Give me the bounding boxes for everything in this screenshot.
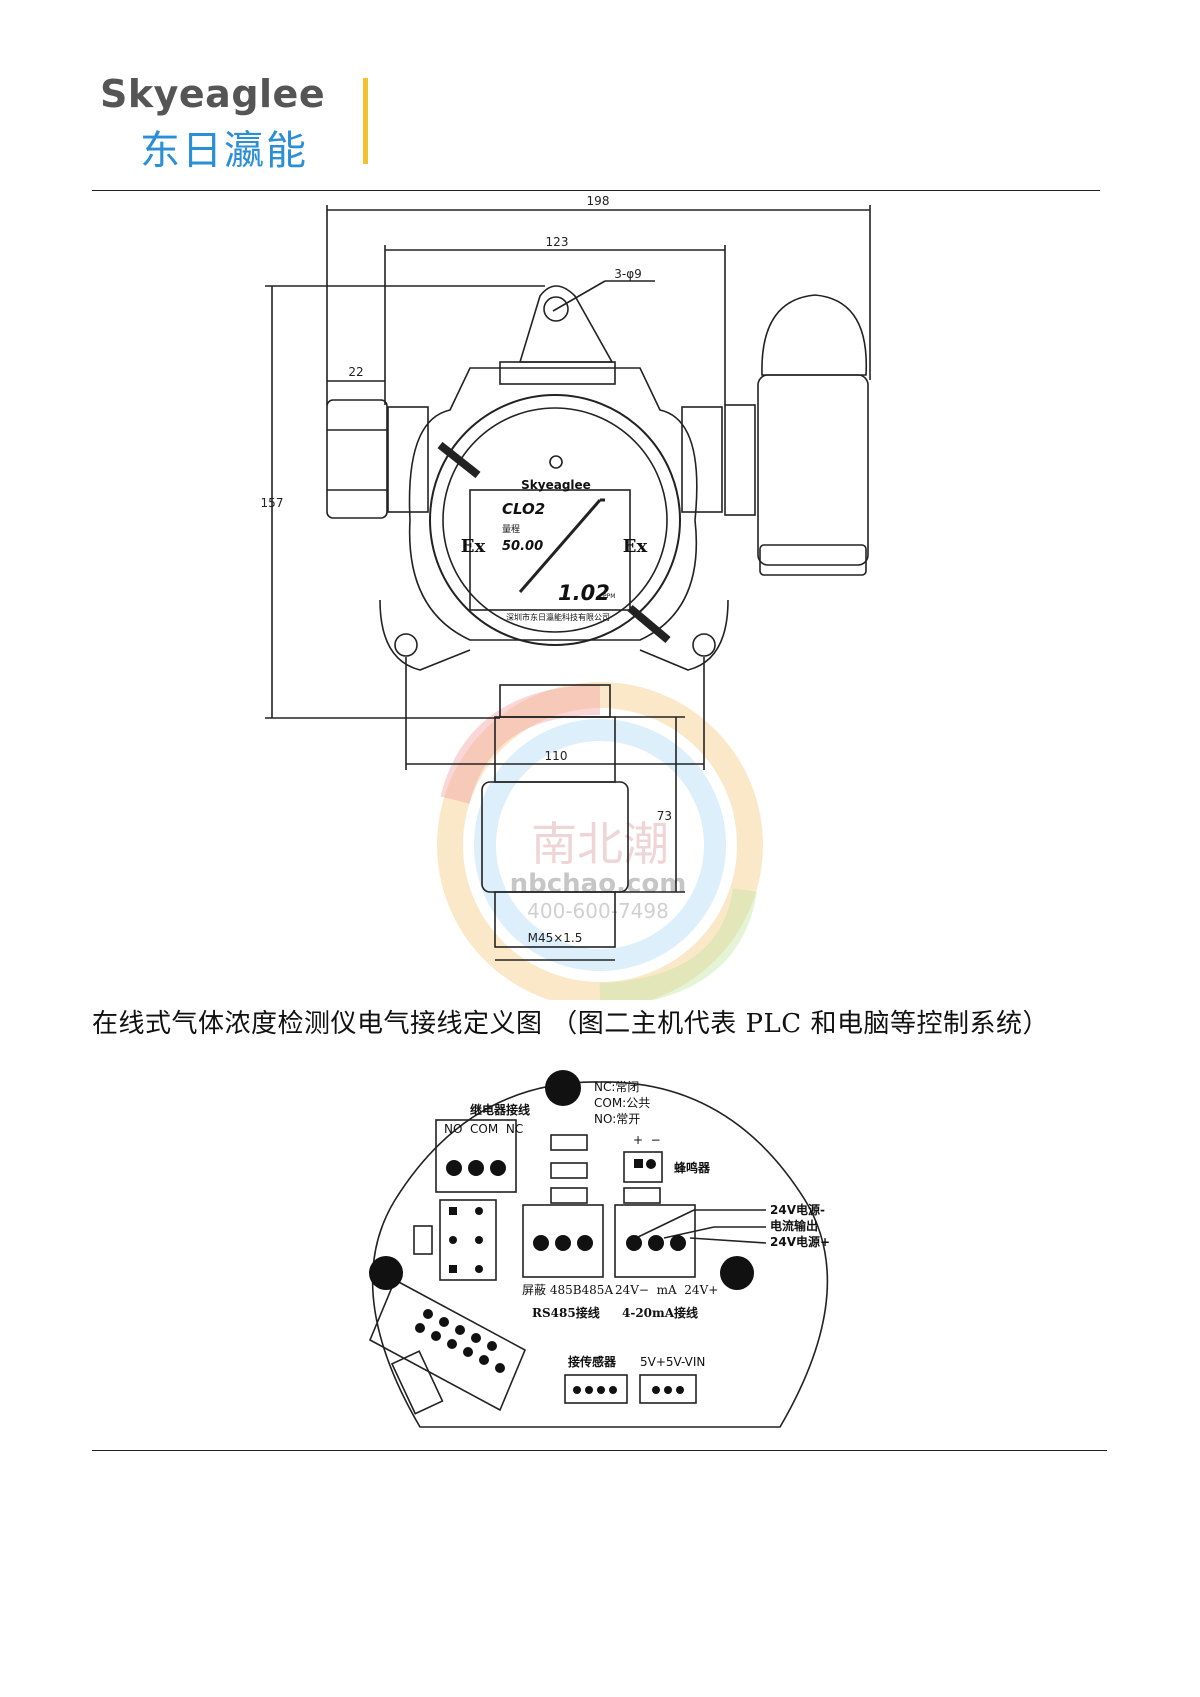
display-reading: 1.02 [558, 581, 610, 605]
display-range-value: 50.00 [502, 539, 543, 554]
dim-total-width: 198 [587, 194, 610, 208]
buzzer-polarity: + − [633, 1133, 661, 1147]
rs485-pins: 屏蔽 485B485A [522, 1283, 613, 1297]
current-pins: 24V− mA 24V+ [615, 1283, 718, 1297]
watermark: 南北潮 nbchao.com 400-600-7498 [437, 682, 763, 1000]
display-brand: Skyeaglee [521, 478, 591, 492]
power-pins: 5V+5V-VIN [640, 1355, 705, 1369]
display-company: 深圳市东日瀛能科技有限公司 [506, 612, 610, 622]
output-24v-negative: 24V电源- [770, 1202, 825, 1217]
legend-nc: NC:常闭 [594, 1080, 639, 1094]
dim-total-height: 157 [261, 496, 284, 510]
logo-chinese: 东日瀛能 [140, 128, 308, 174]
dimension-drawing: 南北潮 nbchao.com 400-600-7498 [261, 194, 871, 1000]
output-current: 电流输出 [770, 1218, 818, 1233]
wiring-diagram: 继电器接线 NO COM NC NC:常闭 COM:公共 NO:常开 + − 蜂… [368, 1070, 830, 1428]
relay-title: 继电器接线 [470, 1102, 530, 1117]
ex-mark-left: Ex [461, 536, 486, 557]
dim-sensor-height: 73 [657, 809, 672, 823]
wiring-caption: 在线式气体浓度检测仪电气接线定义图 （图二主机代表 PLC 和电脑等控制系统） [92, 1009, 1049, 1039]
sensor-label: 接传感器 [568, 1354, 617, 1369]
logo-accent-bar [363, 78, 368, 164]
display-unit: PPM [603, 593, 615, 600]
watermark-phone: 400-600-7498 [527, 899, 669, 923]
dim-body-width: 123 [546, 235, 569, 249]
display-range-label: 量程 [502, 524, 520, 535]
current-label: 4-20mA接线 [622, 1305, 698, 1320]
footer-rule [92, 1450, 1107, 1451]
dim-mount-width: 110 [545, 749, 568, 763]
relay-pins: NO COM NC [444, 1122, 523, 1136]
header-rule [92, 190, 1100, 191]
legend-no: NO:常开 [594, 1112, 640, 1126]
legend-com: COM:公共 [594, 1096, 650, 1110]
dim-thread: M45×1.5 [528, 931, 583, 945]
dim-gland-width: 22 [348, 365, 363, 379]
logo-english: Skyeaglee [100, 72, 326, 116]
dim-hole-spec: 3-φ9 [614, 267, 642, 281]
output-24v-positive: 24V电源+ [770, 1234, 830, 1249]
watermark-site: nbchao.com [510, 869, 687, 899]
display-gas: CLO2 [502, 500, 545, 518]
buzzer-label: 蜂鸣器 [674, 1160, 711, 1175]
ex-mark-right: Ex [623, 536, 648, 557]
rs485-label: RS485接线 [532, 1305, 600, 1320]
watermark-cn: 南北潮 [531, 817, 669, 871]
